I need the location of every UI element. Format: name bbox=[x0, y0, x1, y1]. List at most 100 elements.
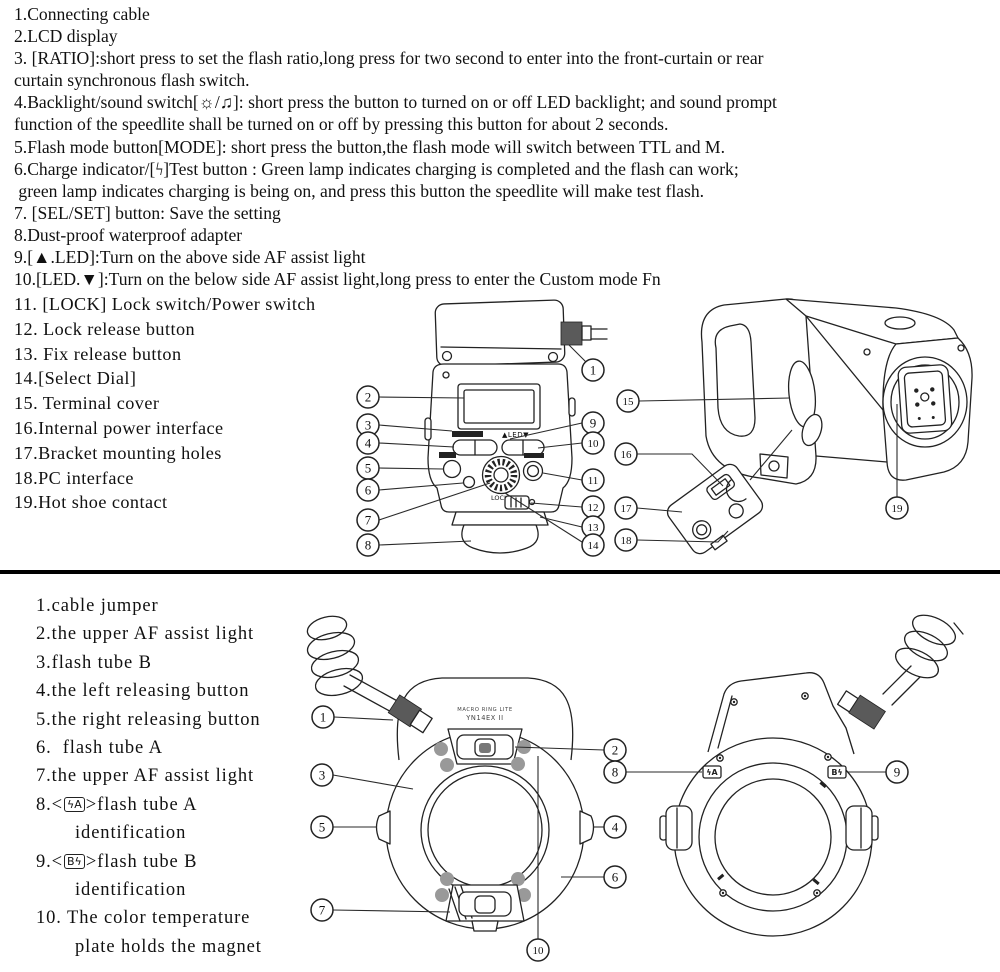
legend-line: identification bbox=[75, 880, 187, 901]
callout-2: 2 bbox=[356, 385, 380, 409]
coiled-cable-rear bbox=[882, 614, 964, 706]
callout-16: 16 bbox=[614, 442, 638, 466]
legend-line-item9: 9.<Bϟ>flash tube B bbox=[36, 848, 262, 876]
svg-text:9: 9 bbox=[894, 765, 901, 780]
legend-line: 10. The color temperature bbox=[36, 908, 251, 929]
svg-text:7: 7 bbox=[365, 513, 372, 528]
right-release-rear bbox=[845, 805, 879, 851]
leader-lines-bottom bbox=[332, 716, 886, 939]
callout-5: 5 bbox=[356, 456, 380, 480]
item8-prefix: 8.< bbox=[36, 794, 64, 815]
lcd-display bbox=[457, 383, 541, 430]
legend-line: identification bbox=[75, 823, 187, 844]
svg-text:6: 6 bbox=[612, 870, 619, 885]
ringflash-front-view: MACRO RING LITE YN14EX II bbox=[306, 615, 595, 932]
legend-line: 1.Connecting cable bbox=[14, 4, 150, 24]
callout-10: 10 bbox=[581, 431, 605, 455]
leader-lines bbox=[378, 344, 898, 546]
svg-text:4: 4 bbox=[365, 436, 372, 451]
speedlite-legend-1-10: 1.Connecting cable 2.LCD display 3. [RAT… bbox=[14, 3, 777, 290]
legend-line: 4.the left releasing button bbox=[36, 681, 250, 702]
legend-line: 9.[▲.LED]:Turn on the above side AF assi… bbox=[14, 247, 366, 268]
legend-line: 2.the upper AF assist light bbox=[36, 624, 255, 645]
svg-text:3: 3 bbox=[319, 768, 326, 783]
ringflash-legend: 1.cable jumper 2.the upper AF assist lig… bbox=[36, 592, 262, 961]
upper-af-assist-window bbox=[447, 728, 523, 765]
legend-line: plate holds the magnet bbox=[75, 936, 262, 957]
svg-text:3: 3 bbox=[365, 418, 372, 433]
ratio-label-mark bbox=[452, 431, 483, 437]
svg-text:Bϟ: Bϟ bbox=[831, 768, 842, 777]
svg-text:8: 8 bbox=[612, 765, 619, 780]
ring-model: YN14EX II bbox=[465, 714, 503, 722]
connecting-cable bbox=[560, 321, 608, 346]
svg-text:19: 19 bbox=[892, 503, 904, 515]
callout-17: 17 bbox=[614, 496, 638, 520]
svg-text:10: 10 bbox=[533, 945, 545, 957]
callout-b8: 8 bbox=[603, 760, 627, 784]
svg-text:7: 7 bbox=[319, 903, 326, 918]
svg-text:8: 8 bbox=[365, 538, 372, 553]
callout-19: 19 bbox=[885, 496, 909, 520]
legend-line: 7.the upper AF assist light bbox=[36, 766, 255, 787]
flash-tube-b-mark: Bϟ bbox=[827, 765, 847, 779]
coiled-cable bbox=[306, 615, 402, 715]
legend-line: 17.Bracket mounting holes bbox=[14, 442, 222, 463]
callout-1: 1 bbox=[581, 358, 605, 382]
legend-line: 3.flash tube B bbox=[36, 652, 152, 673]
legend-line: 4.Backlight/sound switch[☼/♫]: short pre… bbox=[14, 92, 777, 113]
legend-line: 8.Dust-proof waterproof adapter bbox=[14, 224, 243, 245]
internal-power-interface bbox=[706, 473, 736, 501]
svg-text:17: 17 bbox=[621, 503, 633, 515]
legend-line: 11. [LOCK] Lock switch/Power switch bbox=[14, 294, 316, 314]
svg-text:18: 18 bbox=[621, 535, 633, 547]
legend-line: 13. Fix release button bbox=[14, 343, 182, 364]
right-releasing-button bbox=[579, 810, 595, 845]
callout-11: 11 bbox=[581, 468, 605, 492]
cable-connector-rear bbox=[836, 690, 886, 730]
screws bbox=[716, 692, 832, 897]
svg-text:4: 4 bbox=[612, 820, 619, 835]
ringflash-diagram: MACRO RING LITE YN14EX II bbox=[306, 614, 964, 962]
legend-line: 2.LCD display bbox=[14, 26, 118, 47]
svg-text:5: 5 bbox=[365, 461, 372, 476]
mode-label-mark bbox=[439, 452, 456, 458]
callout-b6: 6 bbox=[603, 865, 627, 889]
svg-text:1: 1 bbox=[590, 363, 597, 378]
hot-shoe-foot bbox=[451, 495, 549, 554]
legend-line: 5.Flash mode button[MODE]: short press t… bbox=[14, 136, 725, 157]
legend-line: curtain synchronous flash switch. bbox=[14, 70, 250, 91]
item9-suffix: >flash tube B bbox=[85, 851, 198, 872]
sel-set-button bbox=[493, 467, 509, 483]
small-button bbox=[462, 475, 476, 489]
svg-text:1: 1 bbox=[320, 710, 327, 725]
lock-lever bbox=[504, 495, 530, 510]
svg-text:ϟA: ϟA bbox=[706, 768, 718, 777]
callout-b7: 7 bbox=[310, 898, 334, 922]
callout-b2: 2 bbox=[603, 738, 627, 762]
legend-line: 14.[Select Dial] bbox=[14, 368, 137, 389]
svg-text:16: 16 bbox=[621, 449, 633, 461]
callout-b4: 4 bbox=[603, 815, 627, 839]
legend-line: 5.the right releasing button bbox=[36, 709, 261, 730]
svg-text:13: 13 bbox=[588, 522, 600, 534]
svg-text:15: 15 bbox=[623, 396, 635, 408]
svg-text:9: 9 bbox=[590, 416, 597, 431]
svg-text:2: 2 bbox=[365, 390, 372, 405]
callout-15: 15 bbox=[616, 389, 640, 413]
legend-line: 10.[LED.▼]:Turn on the below side AF ass… bbox=[14, 269, 661, 290]
rear-housing bbox=[707, 672, 855, 755]
svg-text:12: 12 bbox=[588, 502, 599, 514]
svg-text:14: 14 bbox=[588, 540, 600, 552]
flash-tube-b-icon: Bϟ bbox=[64, 854, 85, 870]
legend-line: 18.PC interface bbox=[14, 467, 134, 488]
callout-b3: 3 bbox=[310, 763, 334, 787]
svg-text:2: 2 bbox=[612, 743, 619, 758]
callout-4: 4 bbox=[356, 431, 380, 455]
speedlite-back-view: ▲LED▼ LOCK bbox=[424, 299, 608, 554]
svg-text:6: 6 bbox=[365, 483, 372, 498]
ringflash-rear-view: ϟA Bϟ bbox=[659, 614, 964, 937]
callout-b10: 10 bbox=[526, 938, 550, 962]
legend-line-item8: 8.<ϟA>flash tube A bbox=[36, 791, 262, 819]
svg-text:11: 11 bbox=[588, 475, 599, 487]
